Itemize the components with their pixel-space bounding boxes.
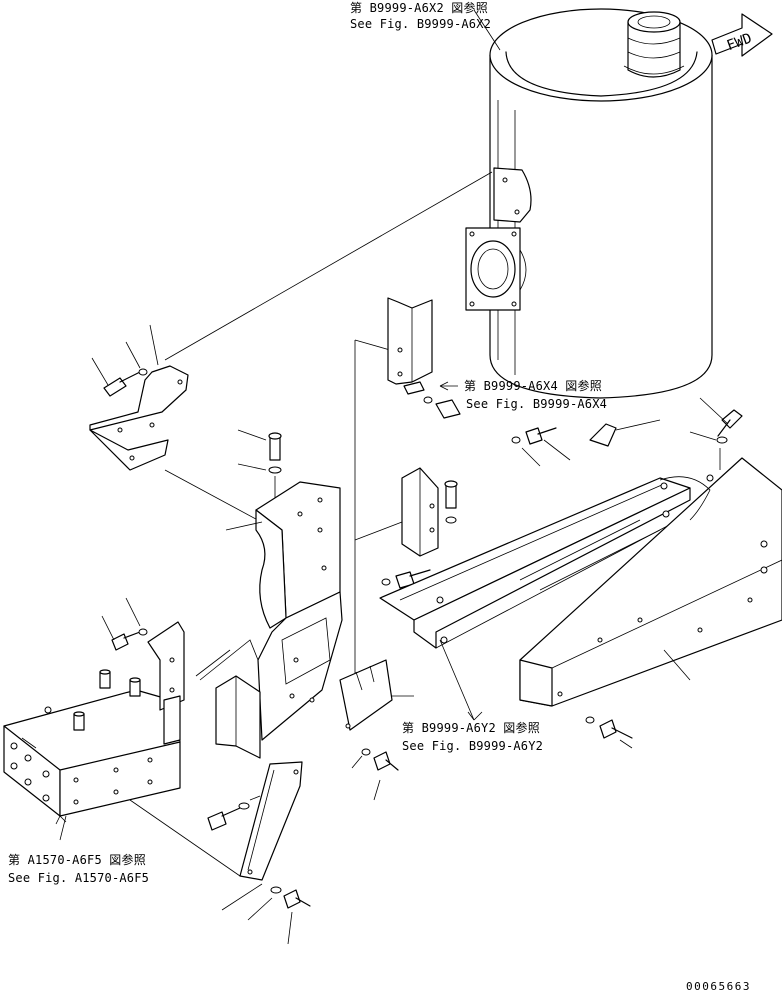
bolt-left-bracket (91, 324, 159, 397)
bolt-stay-top (225, 429, 282, 531)
bracket-ref-en: See Fig. B9999-A6X4 (466, 397, 607, 411)
bolt-cover-bottom (585, 716, 633, 749)
lower-stay (195, 639, 261, 759)
box-ref-jp: 第 A1570-A6F5 図参照 (8, 852, 146, 867)
frame-ref-en: See Fig. B9999-A6Y2 (402, 739, 543, 753)
muffler (465, 8, 713, 399)
box-ref-en: See Fig. A1570-A6F5 (8, 871, 149, 885)
frame-ref-jp: 第 B9999-A6Y2 図参照 (402, 720, 540, 735)
forward-arrow: FWD (711, 13, 773, 57)
middle-bracket (401, 467, 458, 557)
bolt-lower-bottom (221, 883, 311, 945)
muffler-support-bracket (89, 365, 189, 471)
bolt-cover-plate (351, 748, 399, 801)
box-mount-bracket (147, 621, 185, 745)
bracket-ref-jp: 第 B9999-A6X4 図参照 (464, 378, 602, 393)
electrical-box (3, 669, 181, 817)
channel-frame (379, 477, 691, 649)
muffler-ref-jp: 第 B9999-A6X2 図参照 (350, 0, 488, 15)
bolt-cover-top (689, 397, 743, 470)
bolt-box (101, 597, 148, 651)
bolt-lower-left (207, 795, 261, 831)
side-cover (519, 457, 782, 707)
drawing-number: 00065663 (686, 980, 751, 993)
bolt-frame-top (511, 427, 571, 467)
muffler-ref-en: See Fig. B9999-A6X2 (350, 17, 491, 31)
small-upper-bracket (387, 297, 461, 419)
clip-upper-right (589, 419, 661, 447)
lower-angle-plate (129, 761, 303, 881)
small-cover-plate (339, 659, 414, 731)
vertical-stay (255, 481, 343, 741)
